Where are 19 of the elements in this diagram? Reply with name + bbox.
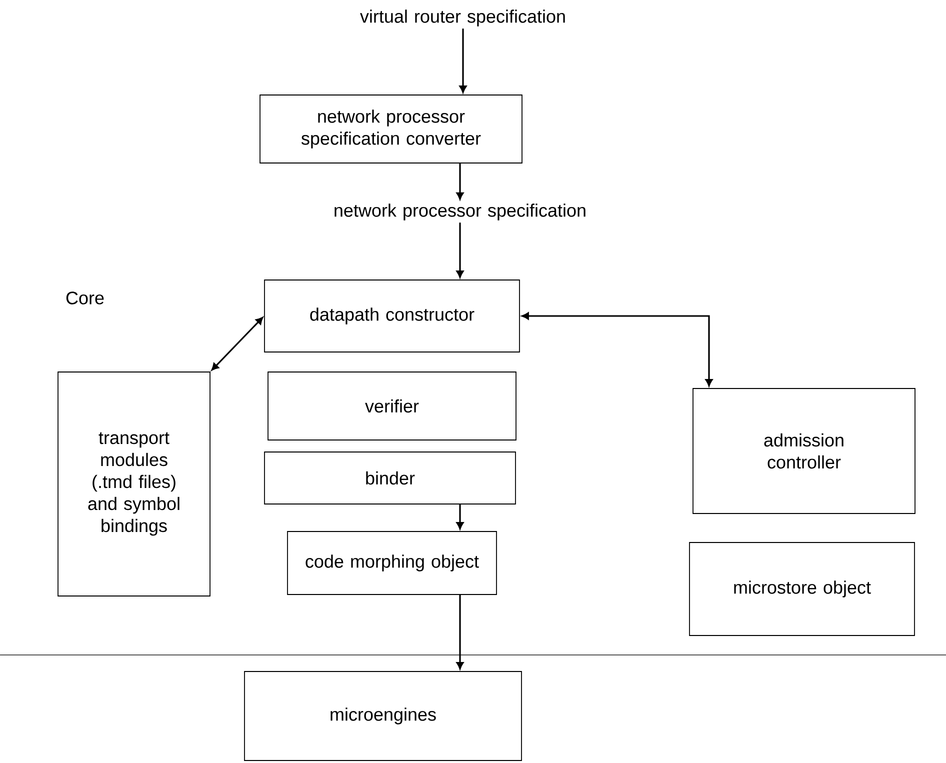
arrow [456, 594, 464, 670]
arrow [459, 28, 467, 93]
process-box: network processor specification converter [260, 94, 522, 164]
process-box: microengines [244, 671, 522, 761]
arrow [456, 222, 464, 278]
arrow [456, 163, 464, 200]
process-box: admission controller [692, 388, 916, 514]
process-box: transport modules (.tmd files) and symbol bindings [58, 372, 210, 596]
process-box: binder [264, 452, 516, 504]
arrow [456, 504, 464, 530]
label: Core [66, 292, 104, 304]
process-box: code morphing object [287, 531, 497, 595]
process-box: microstore object [689, 542, 915, 636]
arrow [522, 312, 713, 386]
process-box: verifier [268, 372, 516, 440]
process-box: datapath constructor [264, 280, 520, 352]
arrow [211, 317, 264, 371]
flow-text: virtual router specification [360, 10, 565, 26]
flow-text: network processor specification [334, 204, 586, 220]
